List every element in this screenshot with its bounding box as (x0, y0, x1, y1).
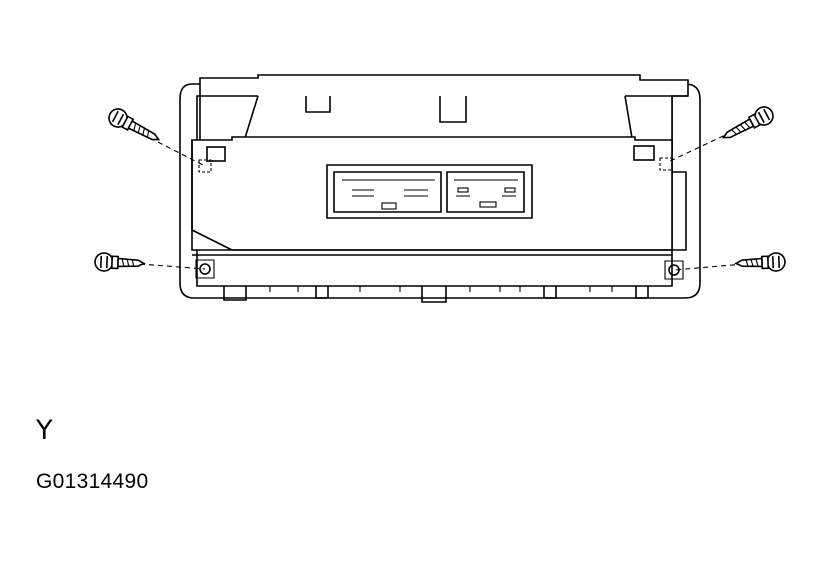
screw-icon (721, 106, 774, 139)
screw-icon (94, 252, 146, 272)
screw-icon (108, 108, 161, 141)
control-module-icon (191, 74, 689, 303)
view-label: Y (36, 415, 53, 446)
figure-id: G01314490 (36, 470, 149, 493)
connector-icon (326, 164, 533, 219)
screw-icon (734, 252, 786, 272)
